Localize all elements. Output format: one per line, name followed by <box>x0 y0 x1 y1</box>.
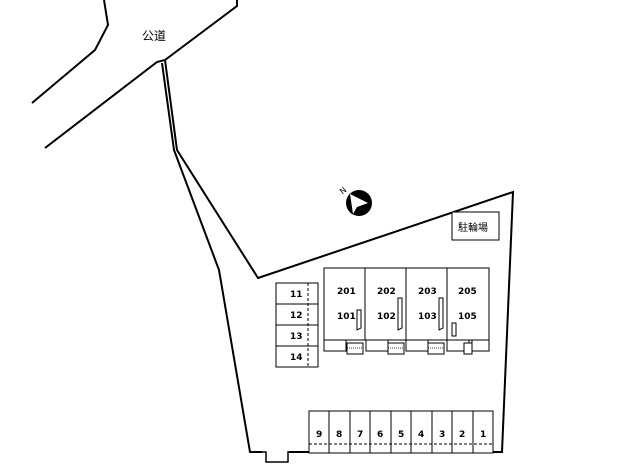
unit-201-label: 201 <box>337 287 356 297</box>
public-road <box>31 0 262 453</box>
parking-space-4: 4 <box>418 430 424 440</box>
parking-space-11: 11 <box>290 290 303 300</box>
parking-space-8: 8 <box>336 430 342 440</box>
bicycle-parking <box>451 211 500 241</box>
unit-102-label: 102 <box>377 312 396 322</box>
compass: N <box>338 185 372 216</box>
parking-space-1: 1 <box>480 430 486 440</box>
road-label: 公道 <box>142 29 166 43</box>
parking-space-2: 2 <box>459 430 465 440</box>
property-boundary <box>164 59 515 453</box>
unit-203-label: 203 <box>418 287 437 297</box>
unit-205-label: 205 <box>458 287 477 297</box>
unit-105-label: 105 <box>458 312 477 322</box>
entrance-notch <box>262 451 290 463</box>
bottom-parking <box>308 410 494 454</box>
unit-103-label: 103 <box>418 312 437 322</box>
parking-space-12: 12 <box>290 311 303 321</box>
north-label: N <box>338 185 348 196</box>
north-arrow-icon <box>350 194 368 214</box>
parking-space-7: 7 <box>357 430 363 440</box>
parking-space-3: 3 <box>439 430 445 440</box>
parking-space-13: 13 <box>290 332 303 342</box>
parking-space-6: 6 <box>377 430 383 440</box>
bicycle-parking-label: 駐輪場 <box>458 221 488 234</box>
parking-space-9: 9 <box>316 430 322 440</box>
unit-202-label: 202 <box>377 287 396 297</box>
apartment-building <box>323 267 490 355</box>
parking-space-5: 5 <box>398 430 404 440</box>
unit-101-label: 101 <box>337 312 356 322</box>
parking-space-14: 14 <box>290 353 303 363</box>
